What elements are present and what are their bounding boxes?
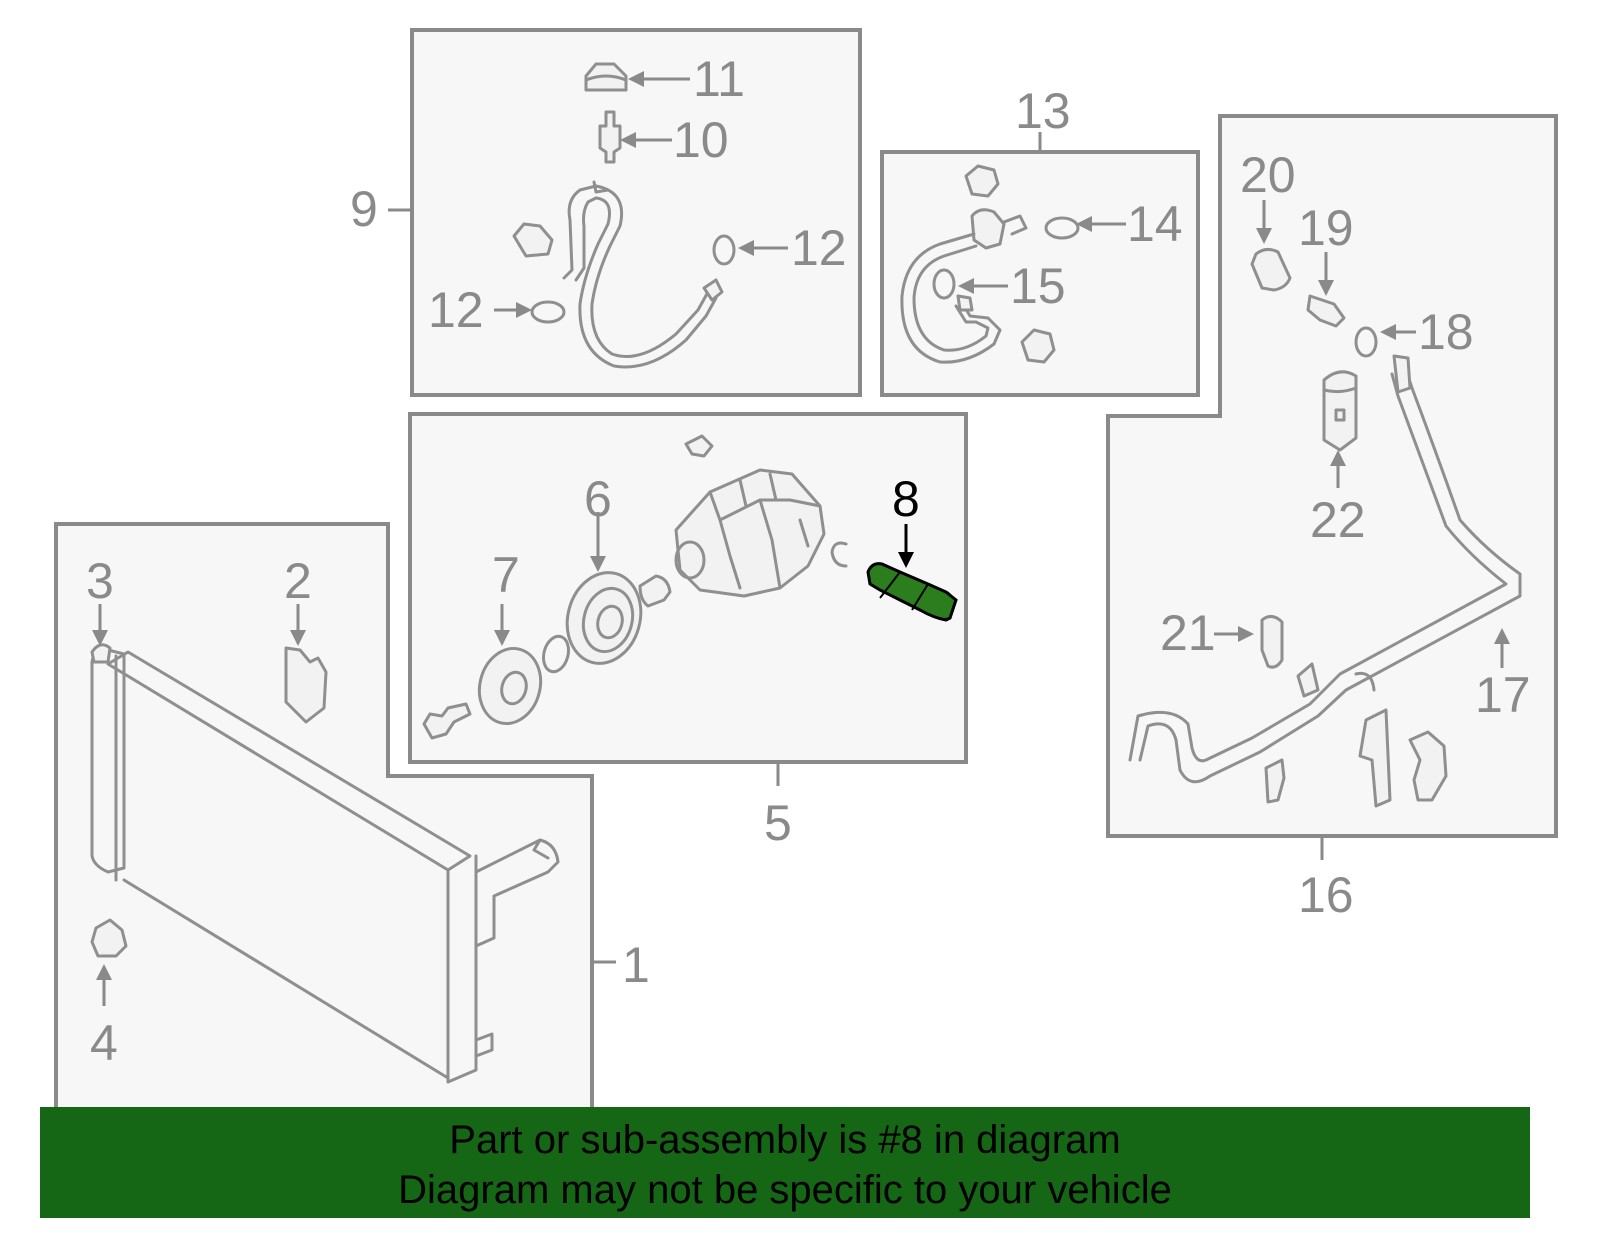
group-5-box: 5 (408, 412, 968, 851)
callout-6: 6 (584, 471, 612, 527)
part-20-cap[interactable] (1250, 247, 1292, 292)
callout-5: 5 (764, 795, 792, 851)
part-16-clip-small (1264, 758, 1286, 804)
part-12-o-ring-lower[interactable] (530, 300, 566, 324)
callout-21: 21 (1160, 605, 1216, 661)
info-banner: Part or sub-assembly is #8 in diagram Di… (40, 1107, 1530, 1218)
part-12-o-ring-upper[interactable] (712, 234, 736, 266)
callout-7: 7 (492, 547, 520, 603)
callout-13: 13 (1015, 83, 1071, 139)
part-11-nut[interactable] (584, 62, 628, 92)
part-5-field-coil (638, 574, 672, 608)
part-13-nut-top (964, 164, 1000, 198)
callout-20: 20 (1240, 147, 1296, 203)
part-6-pulley[interactable] (557, 564, 650, 672)
callout-4: 4 (90, 1015, 118, 1071)
part-16-bracket-a (1358, 708, 1392, 808)
banner-line-2: Diagram may not be specific to your vehi… (398, 1168, 1172, 1212)
part-18-o-ring[interactable] (1354, 326, 1378, 358)
callout-15: 15 (1010, 258, 1066, 314)
part-15-o-ring[interactable] (932, 268, 956, 300)
part-5-bolt (422, 702, 472, 740)
callout-3: 3 (86, 553, 114, 609)
part-1-condenser[interactable] (90, 648, 560, 1084)
callout-9: 9 (350, 181, 378, 237)
part-22-expansion-valve[interactable] (1322, 370, 1358, 452)
group-9-box: 11 10 12 12 9 (350, 28, 862, 397)
part-4-mount[interactable] (90, 918, 128, 958)
callout-18: 18 (1418, 304, 1474, 360)
part-3-cap[interactable] (90, 643, 112, 664)
callout-12-upper: 12 (791, 220, 847, 276)
banner-line-1: Part or sub-assembly is #8 in diagram (449, 1118, 1121, 1162)
callout-22: 22 (1310, 492, 1366, 548)
part-7-clutch-hub[interactable] (471, 642, 549, 731)
callout-8: 8 (892, 471, 920, 527)
callout-1: 1 (622, 937, 650, 993)
callout-10: 10 (673, 112, 729, 168)
part-9-hose[interactable] (562, 180, 724, 369)
part-13-nut-bottom (1020, 328, 1056, 364)
group-13-box: 13 14 15 (880, 83, 1200, 397)
part-13-hose[interactable] (900, 208, 1028, 364)
part-19-sensor[interactable] (1306, 294, 1346, 328)
callout-14: 14 (1127, 196, 1183, 252)
group-16-box: 16 (1106, 114, 1558, 923)
part-14-o-ring[interactable] (1044, 216, 1080, 240)
part-5-bracket-tab (684, 434, 714, 458)
part-21-clip[interactable] (1260, 615, 1284, 669)
part-5-compressor[interactable] (674, 468, 826, 598)
group-1-box: 1 3 2 4 (54, 522, 650, 1114)
callout-11: 11 (693, 51, 745, 107)
part-17-pipe[interactable] (1128, 354, 1522, 784)
part-5-snap-ring (830, 541, 848, 568)
part-10-pressure-sensor[interactable] (598, 110, 622, 164)
callout-17: 17 (1475, 667, 1531, 723)
callout-19: 19 (1298, 200, 1354, 256)
callout-16: 16 (1298, 867, 1354, 923)
part-5-shim (542, 634, 570, 674)
part-9-nut (512, 222, 554, 258)
part-8-pressure-switch[interactable] (866, 562, 958, 622)
part-16-bracket-b (1408, 730, 1448, 802)
callout-2: 2 (284, 553, 312, 609)
callout-12-lower: 12 (428, 282, 484, 338)
part-2-bracket[interactable] (284, 646, 328, 724)
